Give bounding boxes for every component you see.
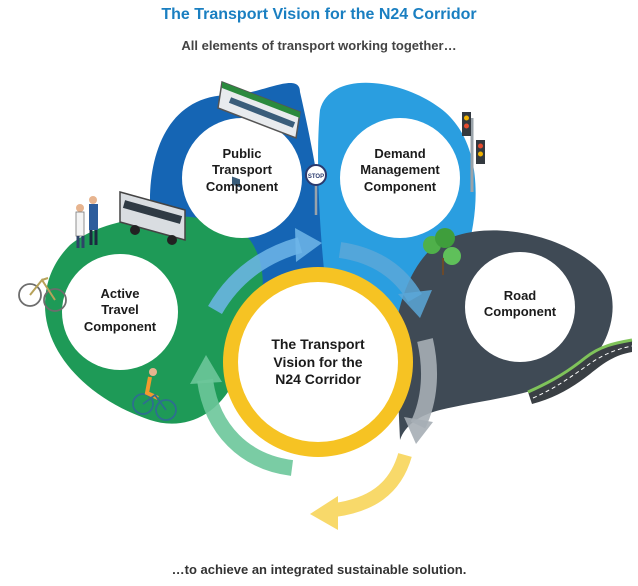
active-travel-label: Active Travel Component: [83, 286, 157, 334]
bicycle-icon: [18, 277, 67, 312]
tree-icon: [423, 228, 461, 275]
train-icon: [217, 80, 301, 188]
road-label: Road Component: [483, 288, 557, 320]
cycle-arrow-left: [197, 378, 294, 476]
centre-white-circle: [238, 282, 398, 442]
cycle-arrow-right-head: [404, 417, 433, 444]
road-circle: [465, 252, 575, 362]
diagram-title: The Transport Vision for the N24 Corrido…: [161, 6, 477, 23]
road-icon: [527, 338, 633, 404]
cycle-arrow-top-head: [295, 228, 322, 262]
diagram-footer: …to achieve an integrated sustainable so…: [171, 562, 467, 577]
pedestrians-icon: [75, 196, 98, 248]
bus-icon: [119, 191, 186, 245]
stop-sign-text: STOP: [308, 174, 324, 180]
cycle-arrow-top: [208, 237, 303, 315]
centre-vision-label: The Transport Vision for the N24 Corrido…: [271, 336, 365, 387]
stop-sign-icon: [305, 164, 327, 215]
cycle-arrow-left-head: [190, 355, 222, 384]
active-travel-circle: [62, 254, 178, 370]
outcome-arrow: [333, 452, 412, 517]
cycle-arrow-right: [410, 338, 438, 429]
cycle-arrow-right-top: [338, 242, 422, 303]
demand-management-label: Demand Management Component: [360, 146, 440, 194]
traffic-light-icon: [462, 112, 485, 192]
cycle-arrow-right-top-head: [398, 290, 432, 318]
public-transport-label: Public Transport Component: [205, 146, 279, 194]
public-transport-circle: [182, 118, 302, 238]
outcome-arrow-head: [310, 496, 338, 530]
cyclist-icon: [132, 368, 177, 421]
diagram-subtitle: All elements of transport working togeth…: [181, 38, 457, 53]
demand-management-circle: [340, 118, 460, 238]
